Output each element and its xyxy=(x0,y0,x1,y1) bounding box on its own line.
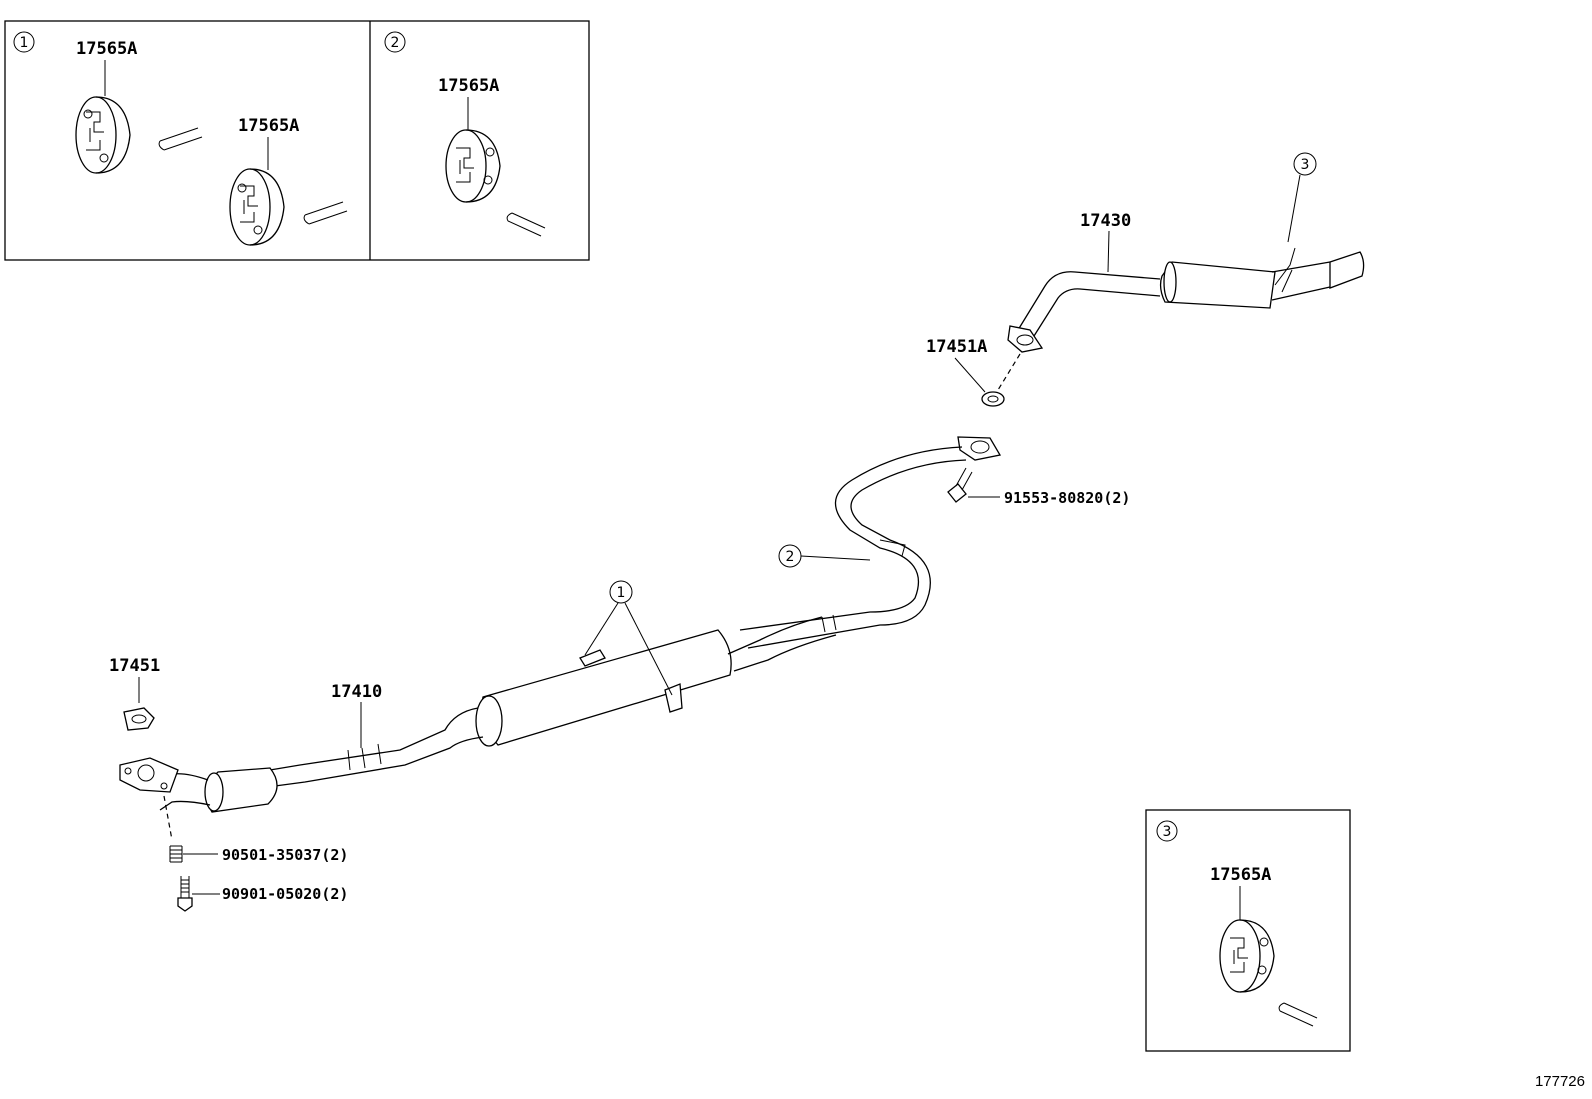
inset-1-label-b: 17565A xyxy=(238,116,299,136)
label-front-pipe: 17410 xyxy=(331,682,382,702)
callout-3: 3 xyxy=(1301,157,1310,173)
inset-3-label: 17565A xyxy=(1210,865,1271,885)
hanger-rubber-icon xyxy=(75,96,131,174)
center-pipe-assembly xyxy=(739,436,1002,649)
callout-1-circle xyxy=(609,580,633,604)
hanger-rubber-icon xyxy=(1219,919,1275,993)
gasket-front xyxy=(123,707,155,731)
gasket-rear xyxy=(981,391,1005,407)
front-pipe-assembly xyxy=(119,707,484,813)
inset-1-marker: 1 xyxy=(20,35,29,51)
label-tail-pipe: 17430 xyxy=(1080,211,1131,231)
inset-3-marker: 3 xyxy=(1163,824,1172,840)
inset-1-label-a: 17565A xyxy=(76,39,137,59)
inset-2: 2 17565A xyxy=(384,31,546,237)
inset-box-top xyxy=(4,20,590,261)
inset-3: 3 17565A xyxy=(1145,809,1351,1052)
main-muffler xyxy=(475,616,837,747)
hanger-rubber-icon xyxy=(445,129,501,203)
callout-1: 1 xyxy=(617,585,626,601)
diagram-id: 177726 xyxy=(1535,1073,1585,1090)
label-bolt-front: 90901-05020(2) xyxy=(222,885,348,903)
callout-2: 2 xyxy=(786,549,795,565)
inset-1: 1 17565A 17565A xyxy=(13,31,348,246)
inset-3-marker-circle xyxy=(1156,820,1178,842)
inset-1-marker-circle xyxy=(13,31,35,53)
bolt-rear xyxy=(947,467,973,503)
inset-2-marker-circle xyxy=(384,31,406,53)
hanger-rubber-icon xyxy=(229,168,285,246)
label-gasket-front: 17451 xyxy=(109,656,160,676)
bolt-front xyxy=(177,876,193,912)
inset-2-label: 17565A xyxy=(438,76,499,96)
label-bolt-rear: 91553-80820(2) xyxy=(1004,489,1130,507)
label-gasket-rear: 17451A xyxy=(926,337,987,357)
spring-icon xyxy=(169,845,183,863)
label-spring: 90501-35037(2) xyxy=(222,846,348,864)
callout-3-circle xyxy=(1293,152,1317,176)
inset-2-marker: 2 xyxy=(391,35,400,51)
tail-pipe-assembly xyxy=(1007,247,1365,353)
